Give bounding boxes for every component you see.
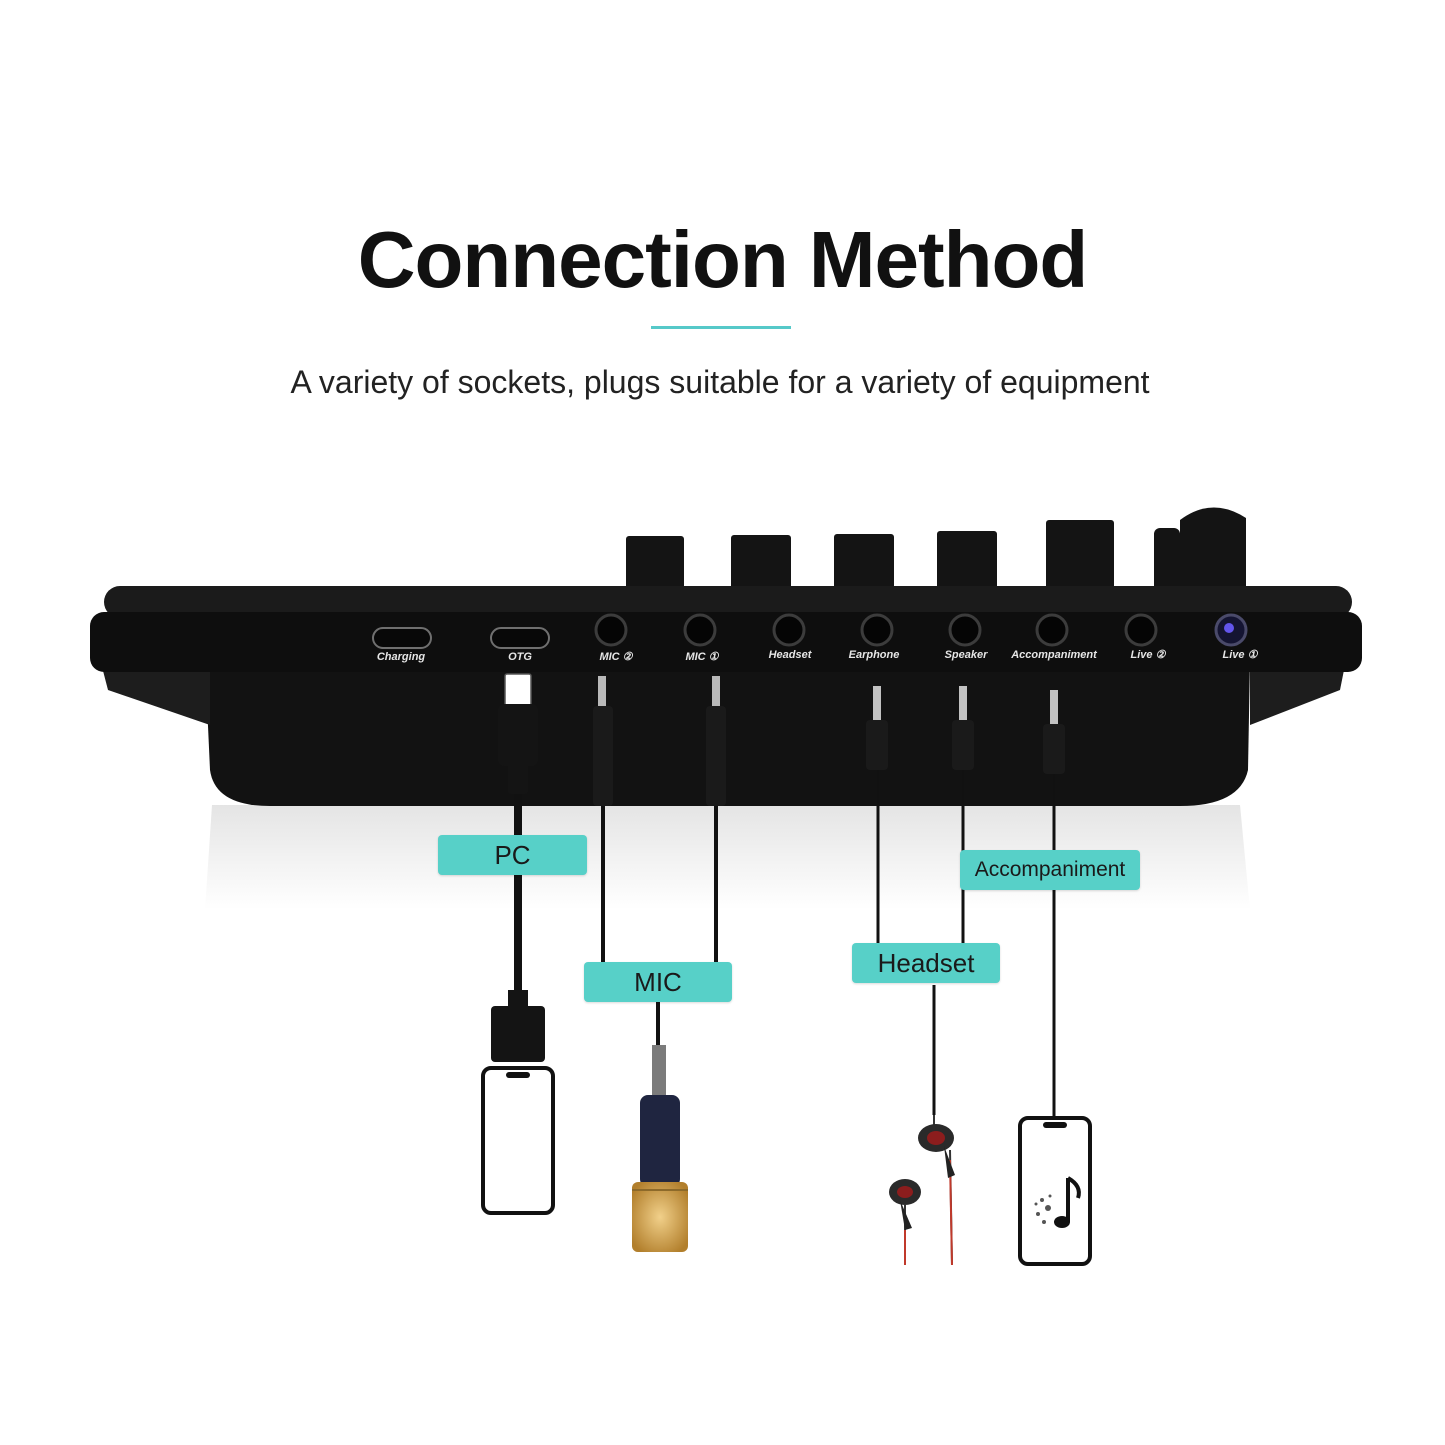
page-subtitle: A variety of sockets, plugs suitable for…: [290, 364, 1150, 400]
music-note-icon: [1066, 1176, 1081, 1222]
audio-plug-speaker: [952, 686, 974, 770]
phone-icon: [481, 1066, 555, 1215]
earphones-icon: [889, 1115, 955, 1266]
fader-knob-1: [626, 536, 684, 596]
micro-usb-plug-icon: [498, 673, 538, 794]
fader-knob-3: [834, 534, 894, 597]
fader-knobs: [626, 507, 1246, 598]
device-lower-body: [205, 660, 1250, 806]
jack-live-2: [1124, 613, 1158, 647]
audio-plug-mic-2: [593, 676, 613, 806]
port-label-mic-1: MIC ①: [685, 651, 719, 663]
page-title: Connection Method: [357, 215, 1089, 304]
tag-accompaniment: Accompaniment: [960, 850, 1140, 890]
fader-knob-4: [937, 531, 997, 597]
jack-mic-2: [594, 613, 628, 647]
port-label-headset: Headset: [769, 649, 813, 661]
jack-speaker: [948, 613, 982, 647]
ports: [372, 613, 1248, 649]
audio-plug-mic-1: [706, 676, 726, 806]
audio-plug-earphone: [866, 686, 888, 770]
port-label-accompaniment: Accompaniment: [1010, 649, 1098, 661]
port-label-live-1: Live ①: [1223, 649, 1259, 661]
audio-plugs: [593, 676, 1065, 806]
tag-headset: Headset: [852, 943, 1000, 983]
usb-c-port-charging: [372, 627, 432, 649]
jack-earphone: [860, 613, 894, 647]
port-label-mic-2: MIC ②: [599, 651, 633, 663]
tag-pc: PC: [438, 835, 587, 875]
jack-accompaniment: [1035, 613, 1069, 647]
rotary-knob-large: [1180, 507, 1246, 598]
rotary-knob-small: [1154, 528, 1180, 592]
port-label-live-2: Live ②: [1131, 649, 1167, 661]
audio-plug-accompaniment: [1043, 690, 1065, 774]
title-underline: [651, 326, 791, 329]
tag-mic: MIC: [584, 962, 732, 1002]
usb-c-port-otg: [490, 627, 550, 649]
port-label-otg: OTG: [508, 651, 532, 663]
port-label-charging: Charging: [377, 651, 426, 663]
jack-mic-1: [683, 613, 717, 647]
port-label-speaker: Speaker: [945, 649, 989, 661]
microphone-icon: [632, 1045, 688, 1252]
usb-a-adapter-icon: [491, 990, 545, 1062]
port-label-earphone: Earphone: [849, 649, 900, 661]
device-top-shell: [104, 586, 1352, 618]
port-labels: Charging OTG MIC ② MIC ① Headset Earphon…: [377, 649, 1259, 663]
jack-headset: [772, 613, 806, 647]
device-port-panel: [90, 612, 1362, 672]
music-phone-icon: [1018, 1116, 1092, 1266]
fader-knob-2: [731, 535, 791, 597]
fader-knob-5: [1046, 520, 1114, 597]
